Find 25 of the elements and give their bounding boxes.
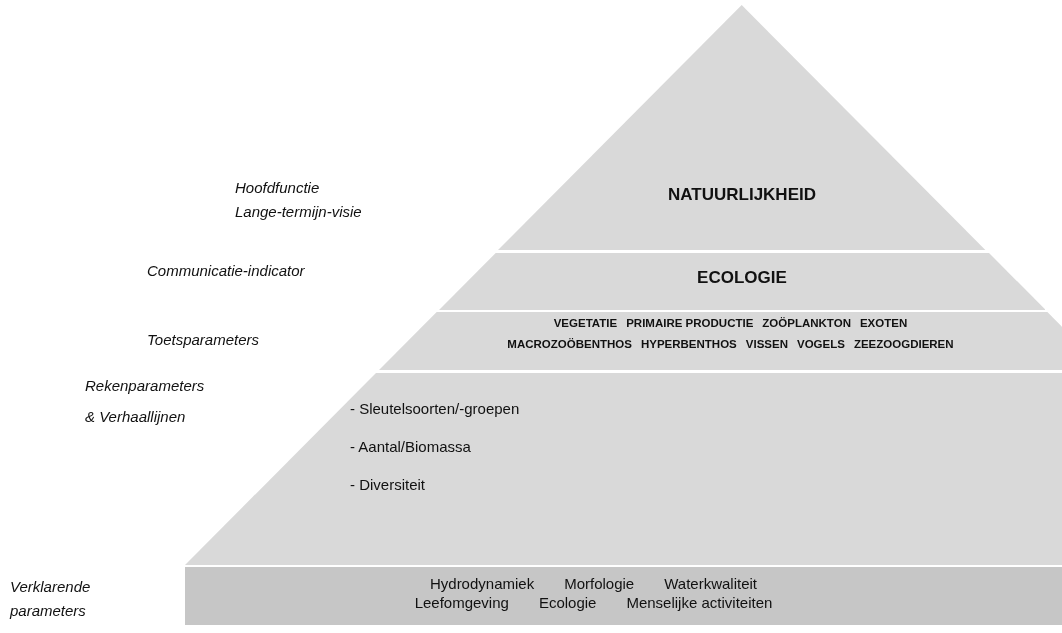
parameter-label: MACROZOÖBENTHOS <box>507 338 632 350</box>
level-label: Hoofdfunctie Lange-termijn-visie <box>235 178 363 222</box>
layer-title: NATUURLIJKHEID <box>668 185 816 205</box>
parameter-label: VOGELS <box>796 338 845 350</box>
layer-title: ECOLOGIE <box>697 268 787 288</box>
parameter-label: ZEEZOOGDIEREN <box>853 338 954 350</box>
parameter-label: Ecologie <box>538 594 597 611</box>
level-label: Toetsparameters <box>147 330 260 350</box>
parameter-label: Menselijke activiteiten <box>626 594 773 611</box>
list-item: - Aantal/Biomassa <box>350 438 471 455</box>
parameter-label: VISSEN <box>745 338 788 350</box>
parameter-label: PRIMAIRE PRODUCTIE <box>626 317 754 329</box>
parameter-label: HYPERBENTHOS <box>640 338 737 350</box>
parameter-label: Hydrodynamiek <box>429 575 535 592</box>
level-label: Communicatie-indicator <box>147 261 306 281</box>
parameter-label: EXOTEN <box>859 317 908 329</box>
parameter-label: ZOÖPLANKTON <box>762 317 851 329</box>
parameter-label: Waterkwaliteit <box>664 575 758 592</box>
parameter-label: VEGETATIE <box>553 317 618 329</box>
level-label: Rekenparameters & Verhaallijnen <box>85 376 206 427</box>
level-label: Verklarende parameters <box>10 577 92 621</box>
list-item: - Diversiteit <box>350 476 425 493</box>
parameter-label: Morfologie <box>564 575 635 592</box>
list-item: - Sleutelsoorten/-groepen <box>350 400 520 417</box>
parameter-label: Leefomgeving <box>414 594 509 611</box>
